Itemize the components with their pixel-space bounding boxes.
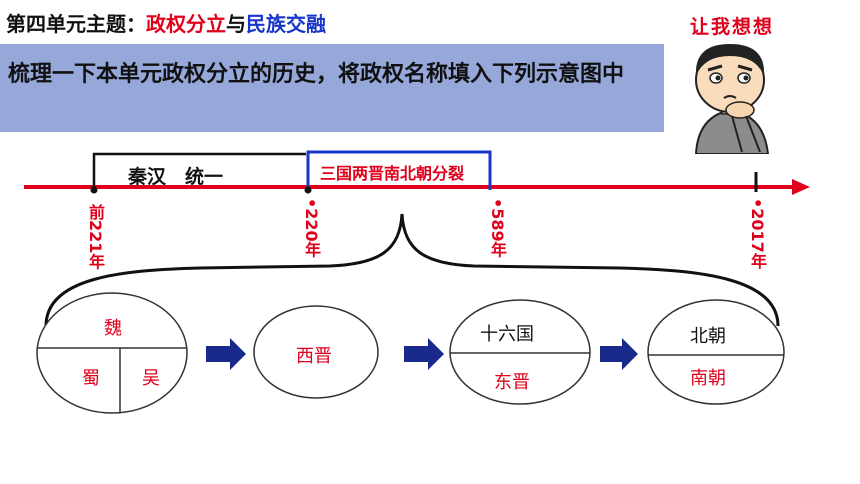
regime-wu: 吴 [142, 368, 160, 389]
date-label-2017: •2017年 [748, 198, 767, 269]
date-label-221bc: 前221年 [86, 204, 105, 270]
bracket-split [306, 150, 492, 190]
circle-northern-southern [647, 299, 785, 405]
regime-eastern-jin: 东晋 [494, 372, 530, 393]
regime-sixteen-kingdoms: 十六国 [480, 324, 534, 345]
prompt-text: 梳理一下本单元政权分立的历史，将政权名称填入下列示意图中 [8, 62, 625, 87]
circle-three-kingdoms [36, 292, 188, 414]
segment-label-unified: 秦汉 统一 [128, 166, 224, 188]
curly-brace [44, 213, 780, 327]
flow-arrow-2 [404, 338, 444, 370]
flow-arrow-3 [600, 338, 638, 370]
regime-western-jin: 西晋 [296, 346, 332, 367]
tick-221bc [90, 186, 98, 194]
circle-sixteen-kingdoms-eastern-jin [449, 299, 591, 405]
date-label-589: •589年 [488, 198, 507, 258]
title-part2: 民族交融 [246, 12, 326, 36]
bracket-unified [92, 152, 306, 190]
thinking-sticker-text: 让我想想 [690, 16, 775, 38]
segment-label-split: 三国两晋南北朝分裂 [320, 164, 465, 183]
title-part1: 政权分立 [146, 12, 226, 36]
title-connector: 与 [226, 12, 246, 36]
regime-southern-dynasties: 南朝 [690, 368, 726, 389]
thinking-character-illustration [694, 44, 770, 154]
date-label-220: •220年 [302, 198, 321, 258]
regime-shu: 蜀 [82, 368, 100, 389]
regime-northern-dynasties: 北朝 [690, 326, 726, 347]
timeline-arrowhead [792, 179, 810, 195]
circle-western-jin [253, 305, 379, 399]
prompt-box: 梳理一下本单元政权分立的历史，将政权名称填入下列示意图中 [0, 44, 664, 132]
title-prefix: 第四单元主题： [6, 12, 146, 36]
flow-arrow-1 [206, 338, 246, 370]
page-title: 第四单元主题：政权分立与民族交融 [6, 8, 326, 37]
regime-wei: 魏 [104, 318, 122, 339]
tick-220 [304, 186, 312, 194]
